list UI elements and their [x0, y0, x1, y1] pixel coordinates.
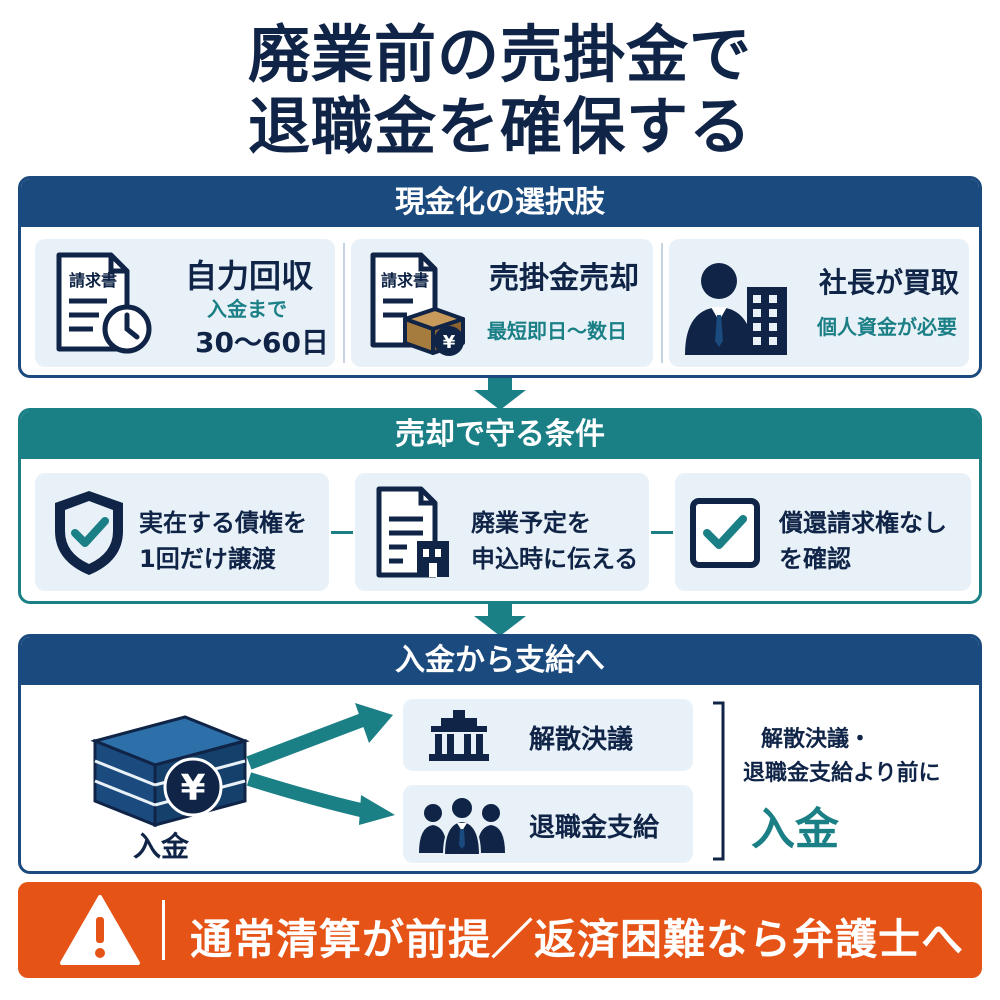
option-divider-2	[661, 243, 663, 363]
condition-card-no-recourse: 償還請求権なし を確認	[675, 473, 971, 591]
checkbox-icon	[690, 498, 760, 568]
condition-2-line1: 廃業予定を	[471, 509, 591, 537]
flow-item-1-label: 解散決議	[529, 725, 634, 755]
condition-connector-2	[651, 531, 673, 534]
condition-1-line1: 実在する債権を	[139, 509, 307, 537]
flow-item-dissolution: 解散決議	[403, 699, 693, 771]
option-divider-1	[343, 243, 345, 363]
section-conditions-heading: 売却で守る条件	[21, 411, 979, 459]
payment-note-emphasis: 入金	[751, 804, 839, 855]
option-1-sub2: 30〜60日	[195, 326, 329, 359]
bracket	[713, 701, 725, 861]
option-1-doc-label: 請求書	[69, 271, 118, 290]
flow-item-retirement-pay: 退職金支給	[403, 785, 693, 863]
svg-text:¥: ¥	[180, 768, 205, 809]
shield-check-icon	[55, 491, 123, 575]
condition-3-line1: 償還請求権なし	[779, 509, 947, 537]
document-building-icon	[376, 486, 449, 578]
invoice-yen-box-icon: ¥	[370, 252, 465, 356]
condition-2-line2: 申込時に伝える	[471, 545, 639, 573]
payment-note-line2: 退職金支給より前に	[743, 761, 941, 786]
section-options: 現金化の選択肢 請求書 自力回収 入金まで 30〜60日 ¥	[18, 176, 982, 378]
money-stack-icon: ¥	[90, 715, 250, 828]
option-2-doc-label: 請求書	[381, 271, 430, 290]
down-arrow-2	[474, 604, 526, 636]
section-payment-flow-heading: 入金から支給へ	[21, 637, 979, 685]
option-1-sub1: 入金まで	[207, 297, 287, 321]
option-1-title: 自力回収	[185, 257, 314, 295]
people-group-icon	[419, 796, 505, 855]
condition-connector-1	[331, 531, 353, 534]
warning-banner: 通常清算が前提／返済困難なら弁護士へ	[18, 882, 982, 978]
svg-text:¥: ¥	[443, 332, 456, 353]
payment-note-line1: 解散決議・	[761, 727, 872, 752]
option-card-president-buy: 社長が買取 個人資金が必要	[669, 239, 969, 367]
condition-card-single-transfer: 実在する債権を 1回だけ譲渡	[35, 473, 329, 591]
option-card-self-collect: 請求書 自力回収 入金まで 30〜60日	[35, 239, 335, 367]
down-arrow-1	[474, 378, 526, 410]
section-conditions: 売却で守る条件 実在する債権を 1回だけ譲渡 廃業予定を 申込時に伝える	[18, 408, 982, 604]
condition-card-notify-closure: 廃業予定を 申込時に伝える	[355, 473, 649, 591]
option-2-title: 売掛金売却	[489, 261, 639, 296]
condition-3-line2: を確認	[779, 545, 851, 573]
warning-text: 通常清算が前提／返済困難なら弁護士へ	[190, 915, 965, 964]
option-card-factoring: ¥ 請求書 売掛金売却 最短即日〜数日	[351, 239, 653, 367]
title-line-2: 退職金を確保する	[247, 90, 752, 163]
president-building-icon	[685, 263, 787, 355]
flow-item-2-label: 退職金支給	[529, 813, 660, 843]
warning-icon	[60, 895, 140, 965]
flow-arrows	[246, 703, 395, 825]
option-3-sub1: 個人資金が必要	[817, 315, 957, 339]
condition-1-line2: 1回だけ譲渡	[139, 545, 276, 573]
warning-separator	[162, 900, 165, 960]
option-3-title: 社長が買取	[819, 266, 960, 299]
section-options-heading: 現金化の選択肢	[21, 179, 979, 227]
section-payment-flow: 入金から支給へ ¥ 入金 解散決議	[18, 634, 982, 874]
option-2-sub1: 最短即日〜数日	[487, 319, 627, 343]
invoice-clock-icon	[56, 252, 152, 354]
government-building-icon	[429, 710, 489, 761]
title-line-1: 廃業前の売掛金で	[247, 18, 752, 91]
money-label: 入金	[133, 830, 190, 863]
